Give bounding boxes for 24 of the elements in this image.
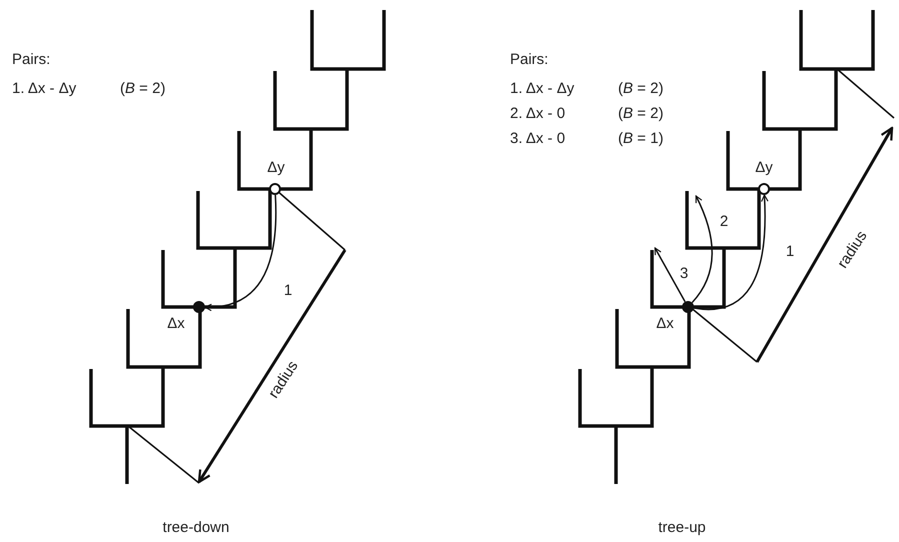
node-label: Δx: [656, 316, 674, 332]
pair-text: (B = 2): [120, 81, 166, 98]
pair-text: (B = 2): [618, 81, 664, 98]
node-label: Δy: [267, 160, 285, 176]
filled-node-dot: [682, 301, 694, 313]
heading: Pairs:: [510, 52, 548, 68]
open-node-circle: [758, 183, 770, 195]
node-label: Δy: [755, 160, 773, 176]
heading: Pairs:: [12, 52, 50, 68]
pair-text: 2. Δx - 0: [510, 106, 566, 122]
curved-arrow: [692, 195, 713, 304]
open-node-circle: [269, 183, 281, 195]
filled-node-dot: [193, 301, 205, 313]
curved-arrow: [694, 194, 768, 310]
curved-arrow: [204, 194, 277, 311]
curved-arrow: [654, 247, 686, 302]
pair-text: 3. Δx - 0: [510, 131, 566, 148]
pair-text: (B = 2): [618, 106, 664, 122]
pair-text: 1. Δx - Δy: [510, 81, 574, 98]
caption: tree-up: [658, 520, 706, 536]
node-label: Δx: [167, 316, 185, 332]
pair-text: 1. Δx - Δy: [12, 81, 76, 98]
caption: tree-down: [162, 520, 230, 536]
pair-text: (B = 1): [618, 131, 664, 148]
